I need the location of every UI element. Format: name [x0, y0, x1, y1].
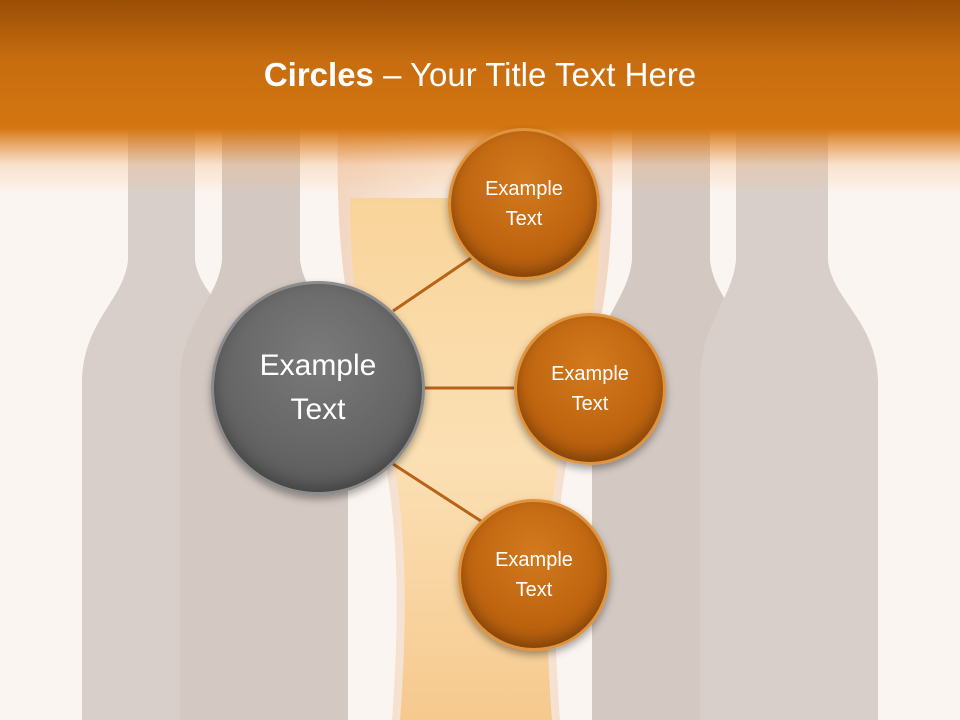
node-circle-middle: Example Text: [514, 313, 666, 465]
node-circle-label: Example Text: [495, 549, 573, 601]
node-circle-bottom: Example Text: [458, 499, 610, 651]
node-circle-label: Example Text: [551, 363, 629, 415]
node-circle-label: Example Text: [485, 178, 563, 230]
center-circle: Example Text: [211, 281, 425, 495]
bottle-shape: [700, 130, 878, 720]
title-bold-part: Circles: [263, 56, 374, 93]
node-circle-top: Example Text: [448, 128, 600, 280]
connector-line: [392, 252, 478, 313]
title-regular-part: – Your Title Text Here: [373, 56, 697, 93]
center-circle-label: Example Text: [259, 349, 377, 426]
slide-title: Circles – Your Title Text Here: [0, 52, 960, 98]
connector-line: [392, 462, 485, 525]
